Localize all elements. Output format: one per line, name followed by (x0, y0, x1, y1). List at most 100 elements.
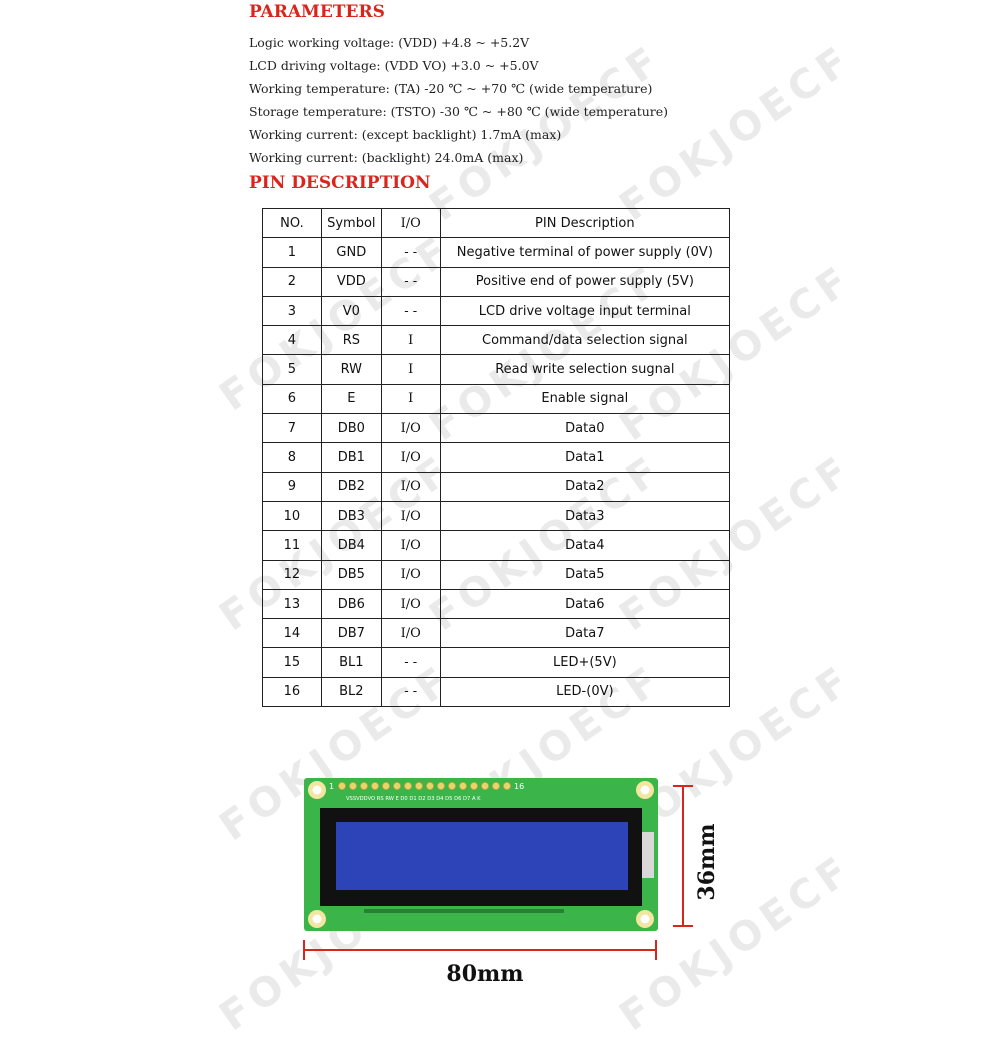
header-io: I/O (380, 207, 441, 239)
parameter-item: Working temperature: (TA) -20 ℃ ~ +70 ℃ … (249, 81, 653, 96)
pin-description: Data2 (439, 471, 731, 502)
header-pin (480, 782, 489, 790)
header-pins (338, 782, 511, 790)
pin-symbol: DB2 (320, 471, 382, 502)
pin-io: - - (380, 266, 441, 297)
pin-symbol: RW (320, 354, 382, 385)
pin-io: - - (380, 676, 441, 708)
bottom-contacts (364, 909, 564, 913)
pin-io: I/O (380, 500, 441, 532)
pin-description: LED+(5V) (439, 647, 731, 678)
parameter-item: Storage temperature: (TSTO) -30 ℃ ~ +80 … (249, 104, 669, 119)
header-pin (436, 782, 445, 790)
pin-io: I/O (380, 559, 441, 590)
header-pin (502, 782, 511, 790)
header-pin (349, 782, 358, 790)
pin-number: 16 (262, 676, 322, 708)
pin-io: I (380, 383, 441, 415)
pin-number: 10 (262, 500, 322, 532)
pin-table-header: NO. Symbol I/O PIN Description (262, 207, 731, 239)
pin-description-title: PIN DESCRIPTION (249, 173, 431, 193)
width-dimension-line (303, 940, 657, 960)
pin-number: 13 (262, 588, 322, 620)
pin-last-label: 16 (514, 782, 524, 791)
header-no: NO. (262, 207, 322, 239)
header-symbol: Symbol (320, 207, 382, 239)
pin-number: 9 (262, 471, 322, 502)
width-label: 80mm (446, 961, 524, 987)
pin-number: 4 (262, 325, 322, 356)
parameter-item: Working current: (except backlight) 1.7m… (249, 127, 562, 142)
pin-description: Negative terminal of power supply (0V) (439, 237, 731, 268)
pin-symbol: RS (320, 325, 382, 356)
pin-number: 14 (262, 618, 322, 649)
pin-number: 5 (262, 354, 322, 385)
pin-number: 1 (262, 237, 322, 268)
pin-io: I/O (380, 618, 441, 649)
header-pin (491, 782, 500, 790)
pin-description: Command/data selection signal (439, 325, 731, 356)
header-pin (404, 782, 413, 790)
pin-first-label: 1 (329, 782, 334, 791)
pin-io: I/O (380, 588, 441, 620)
pin-description: Positive end of power supply (5V) (439, 266, 731, 297)
pin-symbol: DB1 (320, 442, 382, 473)
pin-symbol: GND (320, 237, 382, 268)
pin-description: Data3 (439, 500, 731, 532)
pin-labels: VSSVDDVO RS RW E D0 D1 D2 D3 D4 D5 D6 D7… (346, 796, 481, 802)
lcd-module-illustration: 1 16 VSSVDDVO RS RW E D0 D1 D2 D3 D4 D5 … (304, 778, 658, 931)
pin-description: Read write selection sugnal (439, 354, 731, 385)
pin-symbol: DB4 (320, 530, 382, 561)
header-pin (371, 782, 380, 790)
pin-description: LCD drive voltage input terminal (439, 295, 731, 327)
pin-io: I (380, 354, 441, 385)
pin-description: Data0 (439, 413, 731, 444)
pin-number: 11 (262, 530, 322, 561)
pin-description: Data6 (439, 588, 731, 620)
pin-symbol: E (320, 383, 382, 415)
pin-description: Data1 (439, 442, 731, 473)
backlight-tab (642, 832, 654, 878)
pin-symbol: DB5 (320, 559, 382, 590)
pin-symbol: DB7 (320, 618, 382, 649)
pin-description: Data7 (439, 618, 731, 649)
pin-number: 3 (262, 295, 322, 327)
pin-symbol: DB3 (320, 500, 382, 532)
parameters-list: Logic working voltage: (VDD) +4.8 ~ +5.2… (249, 31, 668, 169)
pin-number: 12 (262, 559, 322, 590)
header-pin (426, 782, 435, 790)
pin-io: I/O (380, 442, 441, 473)
pin-symbol: DB0 (320, 413, 382, 444)
pin-io: - - (380, 237, 441, 268)
header-pin (382, 782, 391, 790)
pin-symbol: VDD (320, 266, 382, 297)
pin-number: 2 (262, 266, 322, 297)
pin-description: Data5 (439, 559, 731, 590)
pin-io: I/O (380, 471, 441, 502)
pin-symbol: BL1 (320, 647, 382, 678)
pin-io: I/O (380, 413, 441, 444)
pin-io: - - (380, 647, 441, 678)
parameter-item: Working current: (backlight) 24.0mA (max… (249, 150, 524, 165)
lcd-screen (336, 822, 628, 890)
header-pin (415, 782, 424, 790)
parameters-title: PARAMETERS (249, 2, 385, 22)
header-pin (447, 782, 456, 790)
header-pin (360, 782, 369, 790)
pin-number: 8 (262, 442, 322, 473)
pin-symbol: V0 (320, 295, 382, 327)
pin-io: - - (380, 295, 441, 327)
